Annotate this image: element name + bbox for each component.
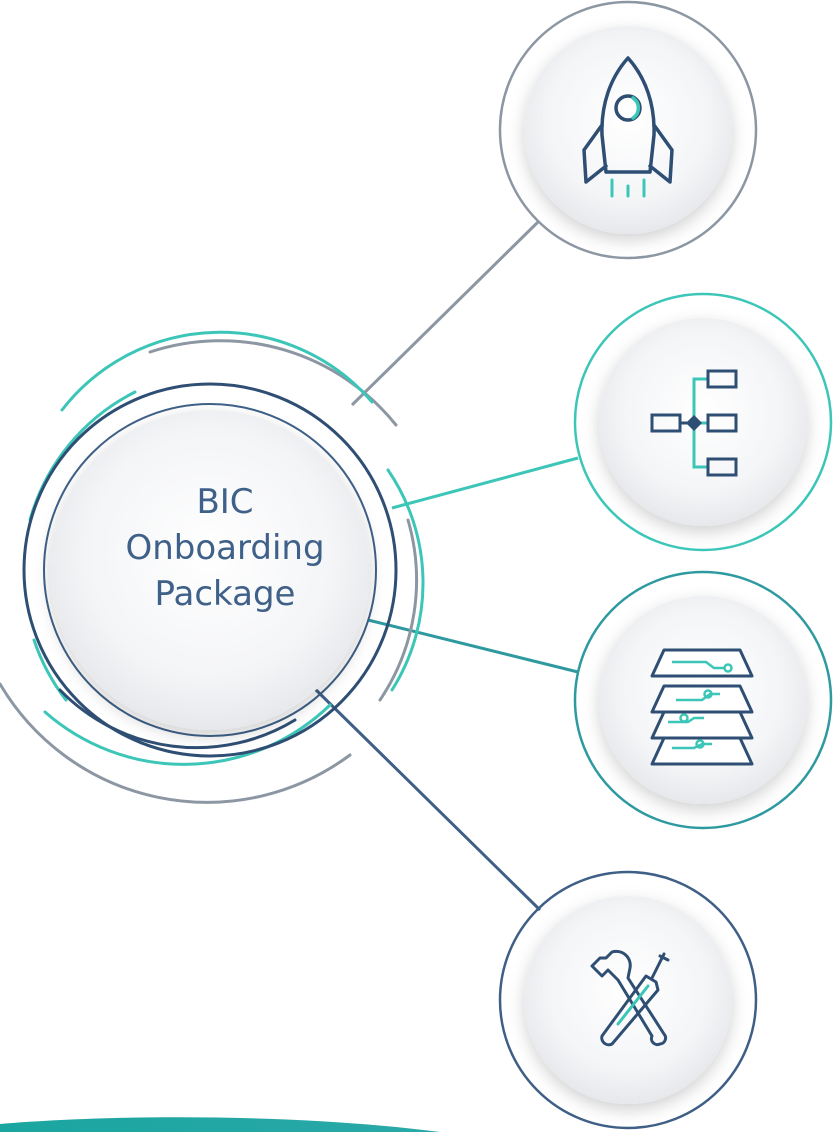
node-launch-disc [524, 26, 732, 234]
hub-arc-teal-top [60, 330, 374, 412]
node-layers [573, 570, 833, 830]
node-tools [498, 870, 758, 1130]
hub-ring-inner [43, 403, 377, 737]
hub-arc-teal-left-low [32, 638, 68, 702]
hub-arc-gray-lowleft [0, 682, 352, 804]
wrench-screwdriver-icon [590, 949, 670, 1047]
hub-arcs [0, 330, 425, 804]
hub-title-line-3: Package [154, 573, 296, 614]
hub-arc-teal-right [386, 468, 425, 692]
hub-title-line-2: Onboarding [125, 527, 325, 568]
connector-structure [391, 456, 579, 510]
hub [22, 382, 398, 758]
hub-arc-teal-bottom [43, 703, 332, 766]
hub-ring-outer [22, 382, 398, 758]
connector-layers [367, 618, 579, 674]
rocket-icon [582, 56, 674, 198]
hierarchy-diagram-icon [650, 369, 738, 477]
bottom-accent-bar [0, 1117, 440, 1132]
hub-title: BIC Onboarding Package [70, 480, 380, 618]
hub-title-line-1: BIC [196, 482, 254, 522]
hub-arc-navy-lower [58, 688, 297, 750]
hub-disc [50, 410, 370, 730]
node-launch [498, 0, 758, 260]
circuit-layers-icon [650, 648, 754, 766]
connector-launch [350, 220, 540, 407]
connector-lines [310, 220, 579, 912]
hub-arc-gray-right [378, 518, 419, 702]
node-structure [573, 292, 833, 552]
node-layers-ring [573, 570, 833, 830]
connector-tools [310, 684, 542, 912]
node-launch-ring [498, 0, 758, 260]
node-structure-ring [573, 292, 833, 552]
node-tools-ring [498, 870, 758, 1130]
